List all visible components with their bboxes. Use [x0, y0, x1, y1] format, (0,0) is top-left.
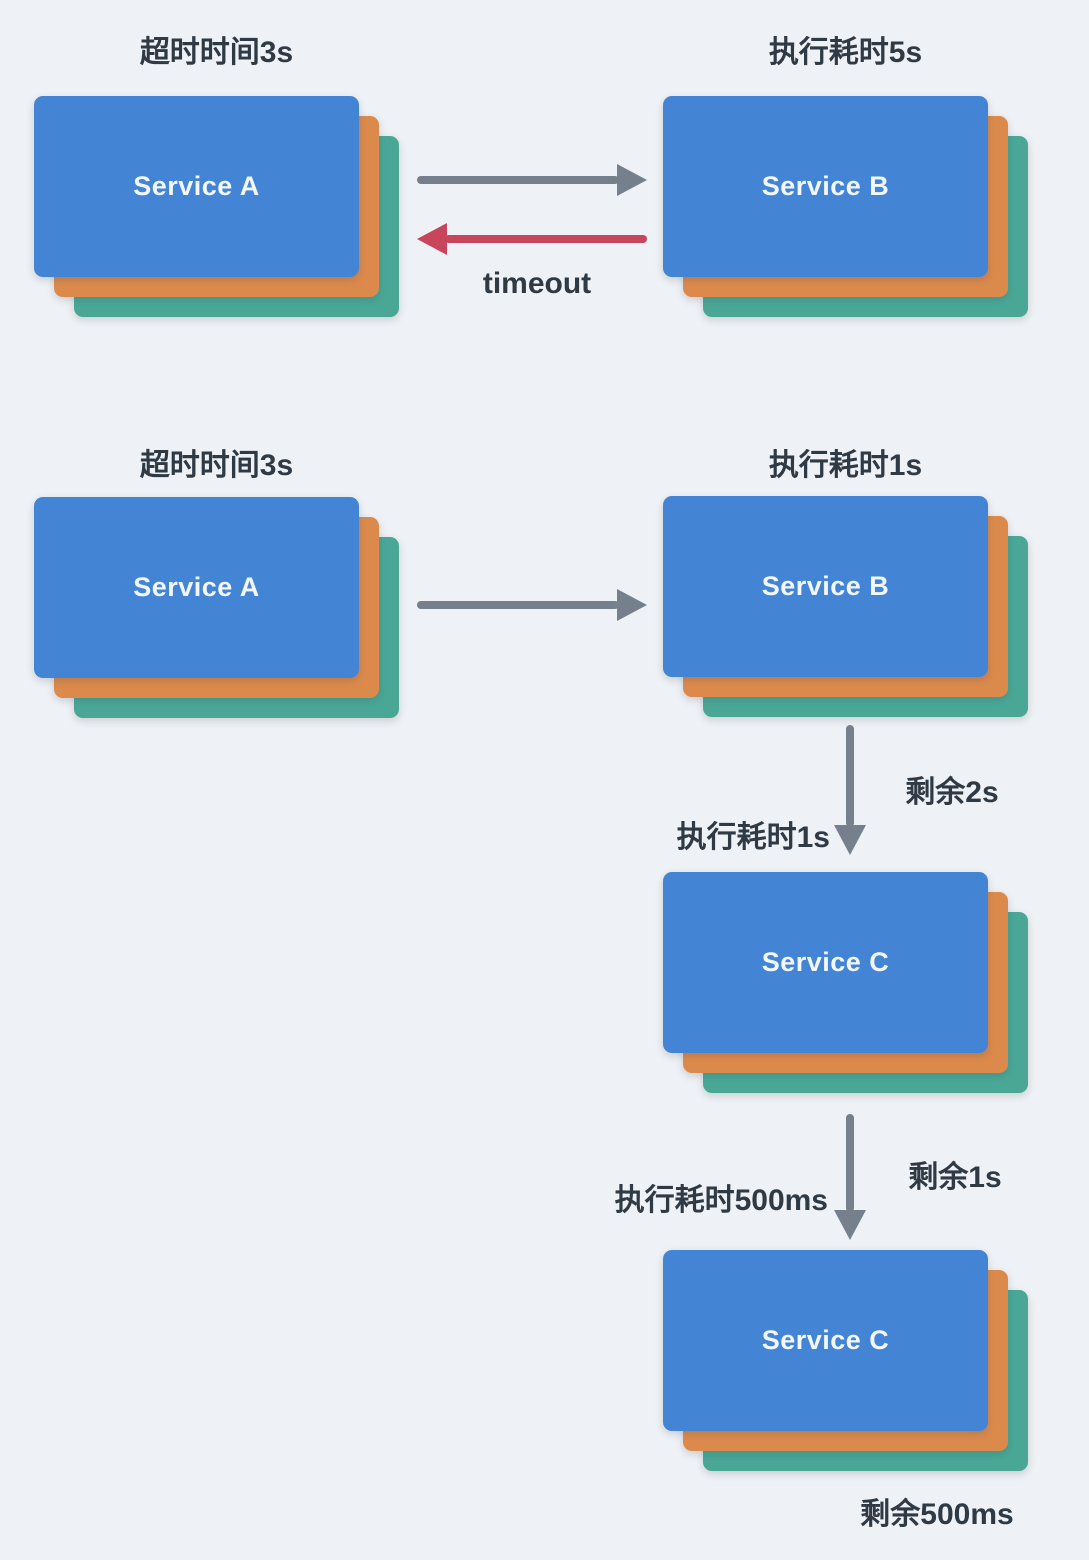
- arrowhead-down-icon: [834, 825, 866, 855]
- service-label: Service A: [133, 572, 260, 602]
- arrow-c-to-c-left-label: 执行耗时500ms: [614, 1184, 828, 1217]
- scenario2-service-c2-node: Service C: [663, 1250, 1028, 1471]
- scenario1-service-a-caption: 超时时间3s: [139, 36, 294, 69]
- service-card: Service C: [663, 1250, 988, 1431]
- arrow-b-to-c-left-label: 执行耗时1s: [676, 821, 830, 854]
- remaining-bottom-label: 剩余500ms: [860, 1498, 1014, 1531]
- scenario2-service-b-node: Service B: [663, 496, 1028, 717]
- arrowhead-down-icon: [834, 1210, 866, 1240]
- scenario1-service-b-node: Service B: [663, 96, 1028, 317]
- timeout-label: timeout: [482, 267, 592, 300]
- arrowhead-left-icon: [417, 223, 447, 255]
- service-card: Service A: [34, 96, 359, 277]
- service-card: Service C: [663, 872, 988, 1053]
- service-card: Service B: [663, 96, 988, 277]
- scenario1-service-b-caption: 执行耗时5s: [768, 36, 923, 69]
- arrowhead-right-icon: [617, 164, 647, 196]
- arrow-c-to-c-right-label: 剩余1s: [908, 1161, 1002, 1194]
- scenario2-service-a-node: Service A: [34, 497, 399, 718]
- arrow-b-to-c-right-label: 剩余2s: [905, 776, 999, 809]
- scenario1-service-a-node: Service A: [34, 96, 399, 317]
- service-label: Service B: [761, 571, 890, 601]
- service-label: Service A: [133, 171, 260, 201]
- service-label: Service C: [761, 1325, 890, 1355]
- scenario2-service-b-caption: 执行耗时1s: [768, 449, 923, 482]
- arrowhead-right-icon: [617, 589, 647, 621]
- scenario2-service-a-caption: 超时时间3s: [139, 449, 294, 482]
- scenario2-service-c1-node: Service C: [663, 872, 1028, 1093]
- service-card: Service B: [663, 496, 988, 677]
- service-label: Service C: [761, 947, 890, 977]
- service-card: Service A: [34, 497, 359, 678]
- service-label: Service B: [761, 171, 890, 201]
